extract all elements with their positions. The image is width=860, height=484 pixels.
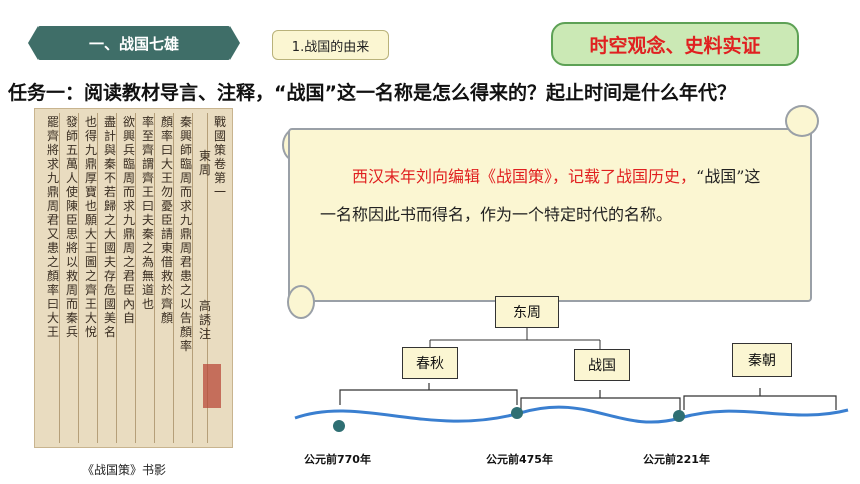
timeline-wave bbox=[294, 405, 849, 424]
section-title: 一、战国七雄 bbox=[28, 26, 240, 60]
book-column: 盡計與秦不若歸之大國夫存危國美名 bbox=[103, 115, 116, 339]
book-column: 發師五萬人使陳臣思將以救周而秦兵 bbox=[65, 115, 78, 339]
book-column: 顏率曰大王勿憂臣請東借救於齊顏 bbox=[160, 115, 173, 325]
book-image: 戰國策卷第一 東周 高誘注 秦興師臨周而求九鼎周君患之以告顏率 顏率曰大王勿憂臣… bbox=[34, 108, 233, 448]
book-author: 高誘注 bbox=[198, 299, 211, 341]
scroll-curl bbox=[287, 285, 315, 319]
date-label: 公元前475年 bbox=[486, 453, 553, 466]
east-zhou-bracket bbox=[339, 383, 518, 405]
period-warring-states: 战国 bbox=[574, 349, 630, 381]
period-spring-autumn: 春秋 bbox=[402, 347, 458, 379]
timeline-dot bbox=[511, 407, 523, 419]
book-column: 罷齊將求九鼎周君又患之顏率曰大王 bbox=[46, 115, 59, 339]
scroll-body: “战国”这一名称因此书而得名，作为一个特定时代的名称。 bbox=[320, 167, 761, 224]
book-column: 秦興師臨周而求九鼎周君患之以告顏率 bbox=[179, 115, 192, 353]
period-east-zhou: 东周 bbox=[495, 296, 559, 328]
task-question: 任务一：阅读教材导言、注释，“战国”这一名称是怎么得来的？起止时间是什么年代？ bbox=[8, 82, 736, 104]
scroll-curl bbox=[785, 105, 819, 137]
subsection-label: 1.战国的由来 bbox=[272, 30, 389, 60]
date-label: 公元前221年 bbox=[643, 453, 710, 466]
book-column: 戰國策卷第一 bbox=[213, 115, 226, 199]
timeline-dot bbox=[333, 420, 345, 432]
warring-bracket bbox=[520, 390, 681, 412]
qin-bracket bbox=[683, 388, 837, 410]
book-column: 率至齊謂齊王曰夫秦之為無道也 bbox=[141, 115, 154, 311]
seal-stamp bbox=[203, 364, 221, 408]
core-competency-badge: 时空观念、史料实证 bbox=[551, 22, 799, 66]
scroll-highlight: 西汉末年刘向编辑《战国策》，记载了战国历史， bbox=[352, 167, 697, 186]
timeline-dot bbox=[673, 410, 685, 422]
date-label: 公元前770年 bbox=[304, 453, 371, 466]
scroll-text: 西汉末年刘向编辑《战国策》，记载了战国历史，“战国”这一名称因此书而得名，作为一… bbox=[320, 158, 775, 234]
book-column: 也得九鼎厚寶也願大王圖之齊王大悅 bbox=[84, 115, 97, 339]
book-column: 東周 bbox=[198, 149, 211, 177]
book-column: 欲興兵臨周而求九鼎周之君臣內自 bbox=[122, 115, 135, 325]
period-qin: 秦朝 bbox=[732, 343, 792, 377]
book-caption: 《战国策》书影 bbox=[82, 463, 167, 477]
